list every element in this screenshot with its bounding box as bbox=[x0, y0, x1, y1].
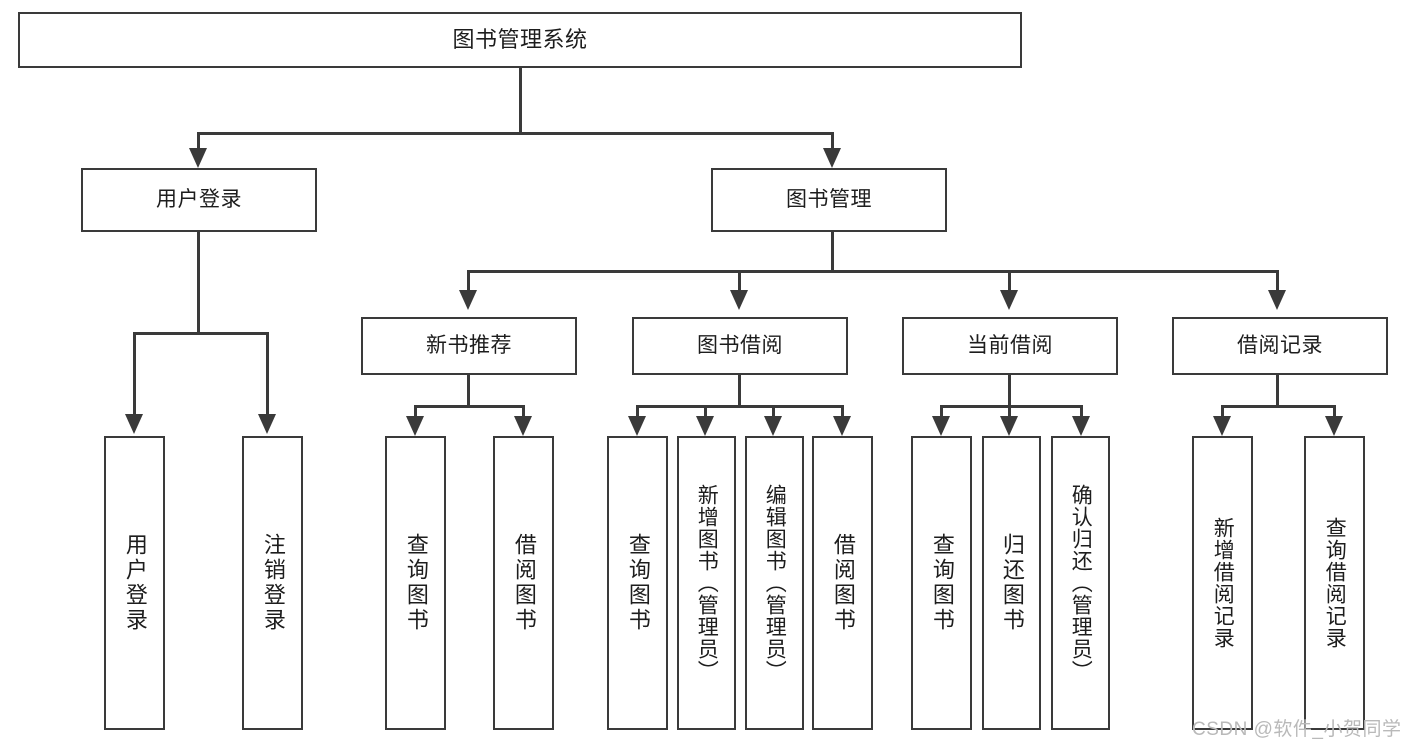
connector-root-down bbox=[519, 68, 522, 134]
arrow-book-borrow-child-3-icon bbox=[764, 416, 782, 436]
connector-book-borrow-child-3 bbox=[772, 405, 775, 421]
connector-current-borrow-child-2 bbox=[1008, 405, 1011, 421]
connector-new-book-bus bbox=[414, 405, 525, 408]
leaf-current-borrow-confirm-return-label: 确认归还（管理员） bbox=[1069, 484, 1093, 682]
leaf-user-login-login[interactable]: 用户登录 bbox=[104, 436, 165, 730]
connector-to-borrow-record bbox=[1276, 270, 1279, 292]
arrow-current-borrow-child-3-icon bbox=[1072, 416, 1090, 436]
node-current-borrow-label: 当前借阅 bbox=[967, 333, 1053, 357]
connector-user-login-child-1 bbox=[133, 332, 136, 420]
leaf-new-book-query-label: 查询图书 bbox=[403, 533, 429, 633]
node-user-login-label: 用户登录 bbox=[156, 187, 242, 211]
leaf-book-borrow-edit[interactable]: 编辑图书（管理员） bbox=[745, 436, 804, 730]
leaf-book-borrow-borrow[interactable]: 借阅图书 bbox=[812, 436, 873, 730]
arrow-book-borrow-child-1-icon bbox=[628, 416, 646, 436]
node-borrow-record[interactable]: 借阅记录 bbox=[1172, 317, 1388, 375]
leaf-current-borrow-return-label: 归还图书 bbox=[999, 533, 1025, 633]
watermark-text: CSDN @软件_小贺同学 bbox=[1192, 719, 1402, 740]
connector-current-borrow-child-3 bbox=[1080, 405, 1083, 421]
leaf-current-borrow-query-label: 查询图书 bbox=[929, 533, 955, 633]
connector-user-login-bus bbox=[133, 332, 269, 335]
arrow-user-login-child-2-icon bbox=[258, 414, 276, 434]
connector-current-borrow-bus bbox=[940, 405, 1083, 408]
node-book-borrow[interactable]: 图书借阅 bbox=[632, 317, 848, 375]
leaf-book-borrow-add-label: 新增图书（管理员） bbox=[695, 484, 719, 682]
connector-book-borrow-child-1 bbox=[636, 405, 639, 421]
connector-borrow-record-child-1 bbox=[1221, 405, 1224, 421]
leaf-user-login-login-label: 用户登录 bbox=[122, 533, 148, 633]
node-root[interactable]: 图书管理系统 bbox=[18, 12, 1022, 68]
leaf-borrow-record-add-label: 新增借阅记录 bbox=[1211, 517, 1235, 649]
leaf-new-book-query[interactable]: 查询图书 bbox=[385, 436, 446, 730]
connector-current-borrow-down bbox=[1008, 375, 1011, 407]
leaf-book-borrow-edit-label: 编辑图书（管理员） bbox=[763, 484, 787, 682]
leaf-book-borrow-add[interactable]: 新增图书（管理员） bbox=[677, 436, 736, 730]
leaf-borrow-record-add[interactable]: 新增借阅记录 bbox=[1192, 436, 1253, 730]
leaf-borrow-record-query-label: 查询借阅记录 bbox=[1323, 517, 1347, 649]
leaf-book-borrow-query-label: 查询图书 bbox=[625, 533, 651, 633]
connector-new-book-down bbox=[467, 375, 470, 407]
node-borrow-record-label: 借阅记录 bbox=[1237, 333, 1323, 357]
node-book-management[interactable]: 图书管理 bbox=[711, 168, 947, 232]
node-current-borrow[interactable]: 当前借阅 bbox=[902, 317, 1118, 375]
node-root-label: 图书管理系统 bbox=[452, 27, 588, 53]
arrow-to-borrow-record-icon bbox=[1268, 290, 1286, 310]
leaf-user-login-logout[interactable]: 注销登录 bbox=[242, 436, 303, 730]
leaf-current-borrow-confirm-return[interactable]: 确认归还（管理员） bbox=[1051, 436, 1110, 730]
arrow-to-current-borrow-icon bbox=[1000, 290, 1018, 310]
connector-root-to-book-mgmt bbox=[831, 132, 834, 152]
node-book-management-label: 图书管理 bbox=[786, 187, 872, 211]
arrow-current-borrow-child-2-icon bbox=[1000, 416, 1018, 436]
connector-book-borrow-child-2 bbox=[704, 405, 707, 421]
arrow-new-book-child-2-icon bbox=[514, 416, 532, 436]
leaf-borrow-record-query[interactable]: 查询借阅记录 bbox=[1304, 436, 1365, 730]
node-new-book-recommend-label: 新书推荐 bbox=[426, 333, 512, 357]
connector-borrow-record-bus bbox=[1221, 405, 1336, 408]
leaf-new-book-borrow-label: 借阅图书 bbox=[511, 533, 537, 633]
leaf-new-book-borrow[interactable]: 借阅图书 bbox=[493, 436, 554, 730]
connector-new-book-child-2 bbox=[522, 405, 525, 421]
connector-to-new-book bbox=[467, 270, 470, 292]
connector-borrow-record-child-2 bbox=[1333, 405, 1336, 421]
leaf-current-borrow-query[interactable]: 查询图书 bbox=[911, 436, 972, 730]
arrow-borrow-record-child-2-icon bbox=[1325, 416, 1343, 436]
connector-borrow-record-down bbox=[1276, 375, 1279, 407]
node-user-login[interactable]: 用户登录 bbox=[81, 168, 317, 232]
arrow-book-borrow-child-4-icon bbox=[833, 416, 851, 436]
connector-book-borrow-bus bbox=[636, 405, 844, 408]
leaf-user-login-logout-label: 注销登录 bbox=[260, 533, 286, 633]
arrow-to-book-mgmt-icon bbox=[823, 148, 841, 168]
connector-book-mgmt-down bbox=[831, 232, 834, 272]
arrow-user-login-child-1-icon bbox=[125, 414, 143, 434]
connector-root-bus bbox=[197, 132, 834, 135]
leaf-book-borrow-query[interactable]: 查询图书 bbox=[607, 436, 668, 730]
connector-book-borrow-child-4 bbox=[841, 405, 844, 421]
connector-to-book-borrow bbox=[738, 270, 741, 292]
connector-root-to-user-login bbox=[197, 132, 200, 152]
node-book-borrow-label: 图书借阅 bbox=[697, 333, 783, 357]
arrow-borrow-record-child-1-icon bbox=[1213, 416, 1231, 436]
leaf-current-borrow-return[interactable]: 归还图书 bbox=[982, 436, 1041, 730]
connector-user-login-child-2 bbox=[266, 332, 269, 420]
arrow-to-book-borrow-icon bbox=[730, 290, 748, 310]
arrow-current-borrow-child-1-icon bbox=[932, 416, 950, 436]
connector-user-login-down bbox=[197, 232, 200, 334]
connector-current-borrow-child-1 bbox=[940, 405, 943, 421]
leaf-book-borrow-borrow-label: 借阅图书 bbox=[830, 533, 856, 633]
connector-book-mgmt-bus bbox=[467, 270, 1279, 273]
connector-book-borrow-down bbox=[738, 375, 741, 407]
arrow-to-new-book-icon bbox=[459, 290, 477, 310]
arrow-book-borrow-child-2-icon bbox=[696, 416, 714, 436]
connector-to-current-borrow bbox=[1008, 270, 1011, 292]
node-new-book-recommend[interactable]: 新书推荐 bbox=[361, 317, 577, 375]
arrow-to-user-login-icon bbox=[189, 148, 207, 168]
arrow-new-book-child-1-icon bbox=[406, 416, 424, 436]
connector-new-book-child-1 bbox=[414, 405, 417, 421]
